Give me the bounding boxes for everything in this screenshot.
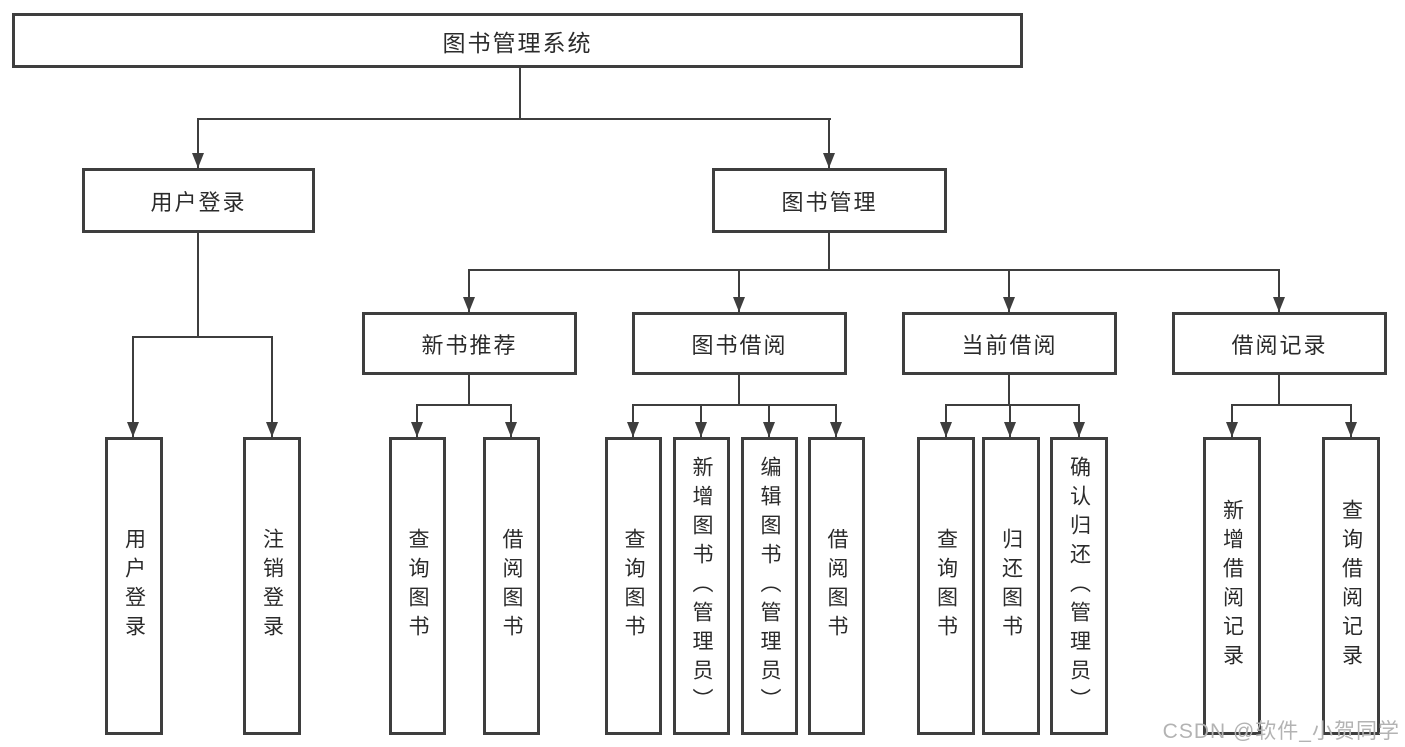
node-add-book-admin: 新增图书（管理员）	[673, 437, 730, 735]
node-new-book-rec: 新书推荐	[362, 312, 577, 375]
connector-line	[1008, 270, 1010, 312]
node-current-borrow-label: 当前借阅	[961, 332, 1058, 358]
connector-line	[132, 337, 134, 437]
node-query-books-1: 查询图书	[389, 437, 446, 735]
node-query-borrow-record: 查询借阅记录	[1322, 437, 1380, 735]
node-book-mgmt-label: 图书管理	[781, 189, 878, 215]
node-book-borrow-label: 图书借阅	[691, 332, 788, 358]
node-edit-book-admin: 编辑图书（管理员）	[741, 437, 798, 735]
connector-line	[519, 67, 521, 119]
connector-line	[632, 404, 837, 406]
connector-line	[632, 405, 634, 437]
node-return-book-label: 归还图书	[999, 528, 1023, 644]
node-add-borrow-record: 新增借阅记录	[1203, 437, 1261, 735]
node-current-borrow: 当前借阅	[902, 312, 1117, 375]
node-add-book-admin-label: 新增图书（管理员）	[690, 455, 713, 717]
node-borrow-records: 借阅记录	[1172, 312, 1387, 375]
node-book-mgmt: 图书管理	[712, 168, 947, 233]
connector-line	[416, 404, 512, 406]
node-query-books-2-label: 查询图书	[622, 528, 645, 644]
connector-line	[738, 375, 740, 405]
node-new-book-rec-label: 新书推荐	[421, 332, 518, 358]
connector-arrowhead	[1003, 297, 1015, 312]
connector-line	[1008, 375, 1010, 405]
node-logout: 注销登录	[243, 437, 301, 735]
node-edit-book-admin-label: 编辑图书（管理员）	[758, 455, 781, 717]
node-book-borrow: 图书借阅	[632, 312, 847, 375]
connector-line	[468, 375, 470, 405]
node-query-books-3: 查询图书	[917, 437, 975, 735]
node-logout-label: 注销登录	[260, 528, 284, 644]
node-query-books-1-label: 查询图书	[406, 528, 429, 644]
connector-arrowhead	[1073, 422, 1085, 437]
node-add-borrow-record-label: 新增借阅记录	[1220, 499, 1244, 673]
connector-arrowhead	[627, 422, 639, 437]
connector-line	[1078, 405, 1080, 437]
connector-line	[768, 405, 770, 437]
connector-line	[468, 270, 470, 312]
node-confirm-return-admin: 确认归还（管理员）	[1050, 437, 1108, 735]
node-user-login-label: 用户登录	[150, 189, 247, 215]
connector-arrowhead	[1004, 422, 1016, 437]
node-root-label: 图书管理系统	[442, 29, 593, 56]
connector-line	[945, 404, 1080, 406]
node-borrow-records-label: 借阅记录	[1231, 332, 1328, 358]
connector-line	[738, 270, 740, 312]
connector-line	[132, 336, 273, 338]
connector-line	[1231, 405, 1233, 437]
connector-line	[835, 405, 837, 437]
csdn-watermark: CSDN @软件_小贺同学	[1162, 720, 1400, 743]
connector-arrowhead	[266, 422, 278, 437]
connector-line	[1350, 405, 1352, 437]
connector-arrowhead	[411, 422, 423, 437]
connector-line	[197, 118, 831, 120]
connector-line	[828, 233, 830, 270]
connector-arrowhead	[1273, 297, 1285, 312]
connector-line	[271, 337, 273, 437]
connector-arrowhead	[940, 422, 952, 437]
node-borrow-books-1: 借阅图书	[483, 437, 540, 735]
connector-arrowhead	[695, 422, 707, 437]
connector-line	[1278, 375, 1280, 405]
connector-arrowhead	[830, 422, 842, 437]
node-user-login: 用户登录	[82, 168, 315, 233]
node-login-label: 用户登录	[122, 528, 146, 644]
node-confirm-return-admin-label: 确认归还（管理员）	[1067, 455, 1091, 717]
node-borrow-books-1-label: 借阅图书	[500, 528, 523, 644]
connector-line	[1009, 405, 1011, 437]
node-borrow-books-2-label: 借阅图书	[825, 528, 848, 644]
connector-line	[468, 269, 1280, 271]
connector-line	[197, 119, 199, 168]
node-query-borrow-record-label: 查询借阅记录	[1339, 499, 1363, 673]
node-query-books-3-label: 查询图书	[934, 528, 958, 644]
connector-arrowhead	[1226, 422, 1238, 437]
connector-line	[197, 233, 199, 337]
connector-arrowhead	[192, 153, 204, 168]
node-borrow-books-2: 借阅图书	[808, 437, 865, 735]
connector-arrowhead	[505, 422, 517, 437]
connector-arrowhead	[1345, 422, 1357, 437]
connector-arrowhead	[763, 422, 775, 437]
node-query-books-2: 查询图书	[605, 437, 662, 735]
connector-line	[828, 119, 830, 168]
connector-line	[945, 405, 947, 437]
connector-line	[416, 405, 418, 437]
connector-arrowhead	[733, 297, 745, 312]
connector-line	[700, 405, 702, 437]
node-return-book: 归还图书	[982, 437, 1040, 735]
node-root: 图书管理系统	[12, 13, 1023, 68]
connector-line	[1231, 404, 1352, 406]
node-login: 用户登录	[105, 437, 163, 735]
connector-line	[510, 405, 512, 437]
connector-arrowhead	[823, 153, 835, 168]
connector-line	[1278, 270, 1280, 312]
connector-arrowhead	[127, 422, 139, 437]
connector-arrowhead	[463, 297, 475, 312]
